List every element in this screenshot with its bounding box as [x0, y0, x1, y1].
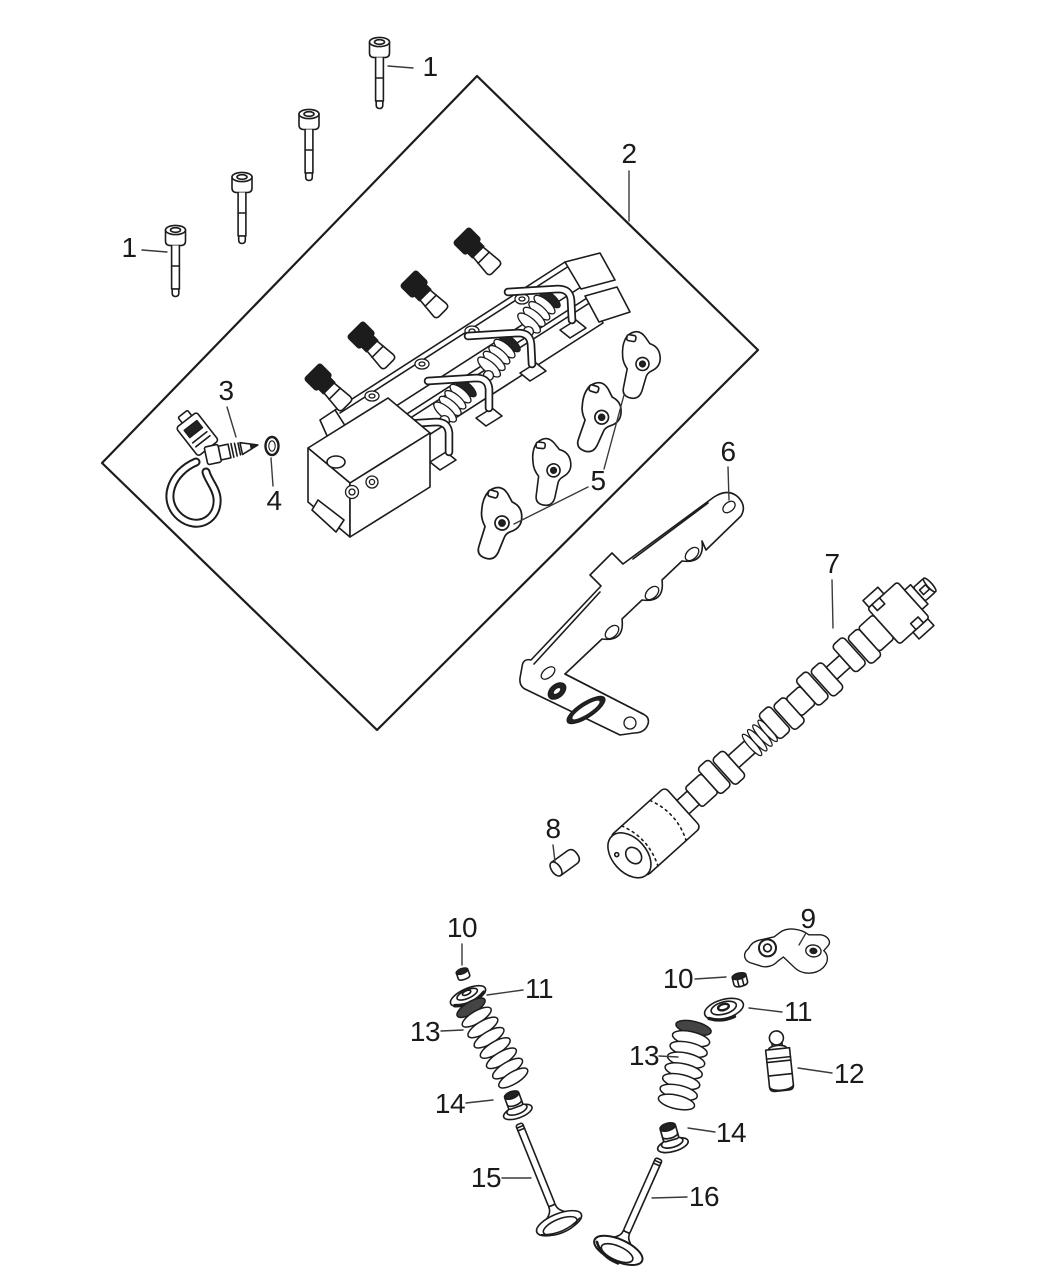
callout-seal-left: 14	[434, 1088, 466, 1119]
callout-gasket: 6	[720, 436, 736, 467]
callout-seal-right: 14	[715, 1117, 747, 1148]
callout-spring-right: 13	[628, 1040, 660, 1071]
callout-rocker-set: 5	[590, 465, 606, 496]
intake-valve	[515, 1122, 583, 1237]
exhaust-valve	[593, 1157, 663, 1266]
callout-lash-adjuster: 12	[833, 1058, 865, 1089]
callout-rocker-arm: 9	[800, 903, 816, 934]
callout-exhaust-valve: 16	[688, 1181, 720, 1212]
callout-camshaft: 7	[824, 548, 840, 579]
callout-o-ring: 4	[266, 485, 282, 516]
assembly-boundary-box	[100, 74, 760, 732]
valve-stack-left	[449, 967, 583, 1237]
gasket	[519, 491, 745, 736]
valve-keeper-left	[455, 967, 471, 981]
callout-bolt-upper: 1	[422, 51, 438, 82]
plug-pin	[549, 848, 581, 877]
sensor-with-connector	[165, 409, 259, 528]
valve-keeper-right	[731, 971, 749, 988]
rocker-arm	[743, 928, 831, 974]
valve-stem-seal-right	[656, 1122, 689, 1154]
leader-lines	[141, 65, 834, 1199]
front-block	[307, 397, 431, 538]
callout-plug-pin: 8	[545, 813, 561, 844]
callout-retainer-right: 11	[783, 996, 813, 1027]
valve-spring-left	[456, 997, 529, 1089]
valve-spring-right	[657, 1019, 712, 1111]
callout-sensor: 3	[218, 375, 234, 406]
rocker-housing-assembly	[303, 226, 631, 538]
camshaft	[607, 577, 937, 879]
hydraulic-lash-adjuster	[764, 1030, 795, 1093]
callout-bolt-lower: 1	[121, 232, 137, 263]
valve-stack-right	[593, 971, 795, 1266]
callout-retainer-left: 11	[524, 973, 554, 1004]
cylinder-head-bolts	[164, 36, 391, 298]
callout-spring-left: 13	[409, 1016, 441, 1047]
spring-retainer-right	[703, 997, 745, 1022]
valve-stem-seal-left	[502, 1090, 533, 1121]
o-ring	[264, 435, 280, 457]
callout-keeper-right: 10	[662, 963, 694, 994]
oil-bridge-tubes	[383, 284, 577, 457]
callout-housing: 2	[621, 138, 637, 169]
callout-intake-valve: 15	[470, 1162, 502, 1193]
callout-keeper-left: 10	[446, 912, 478, 943]
